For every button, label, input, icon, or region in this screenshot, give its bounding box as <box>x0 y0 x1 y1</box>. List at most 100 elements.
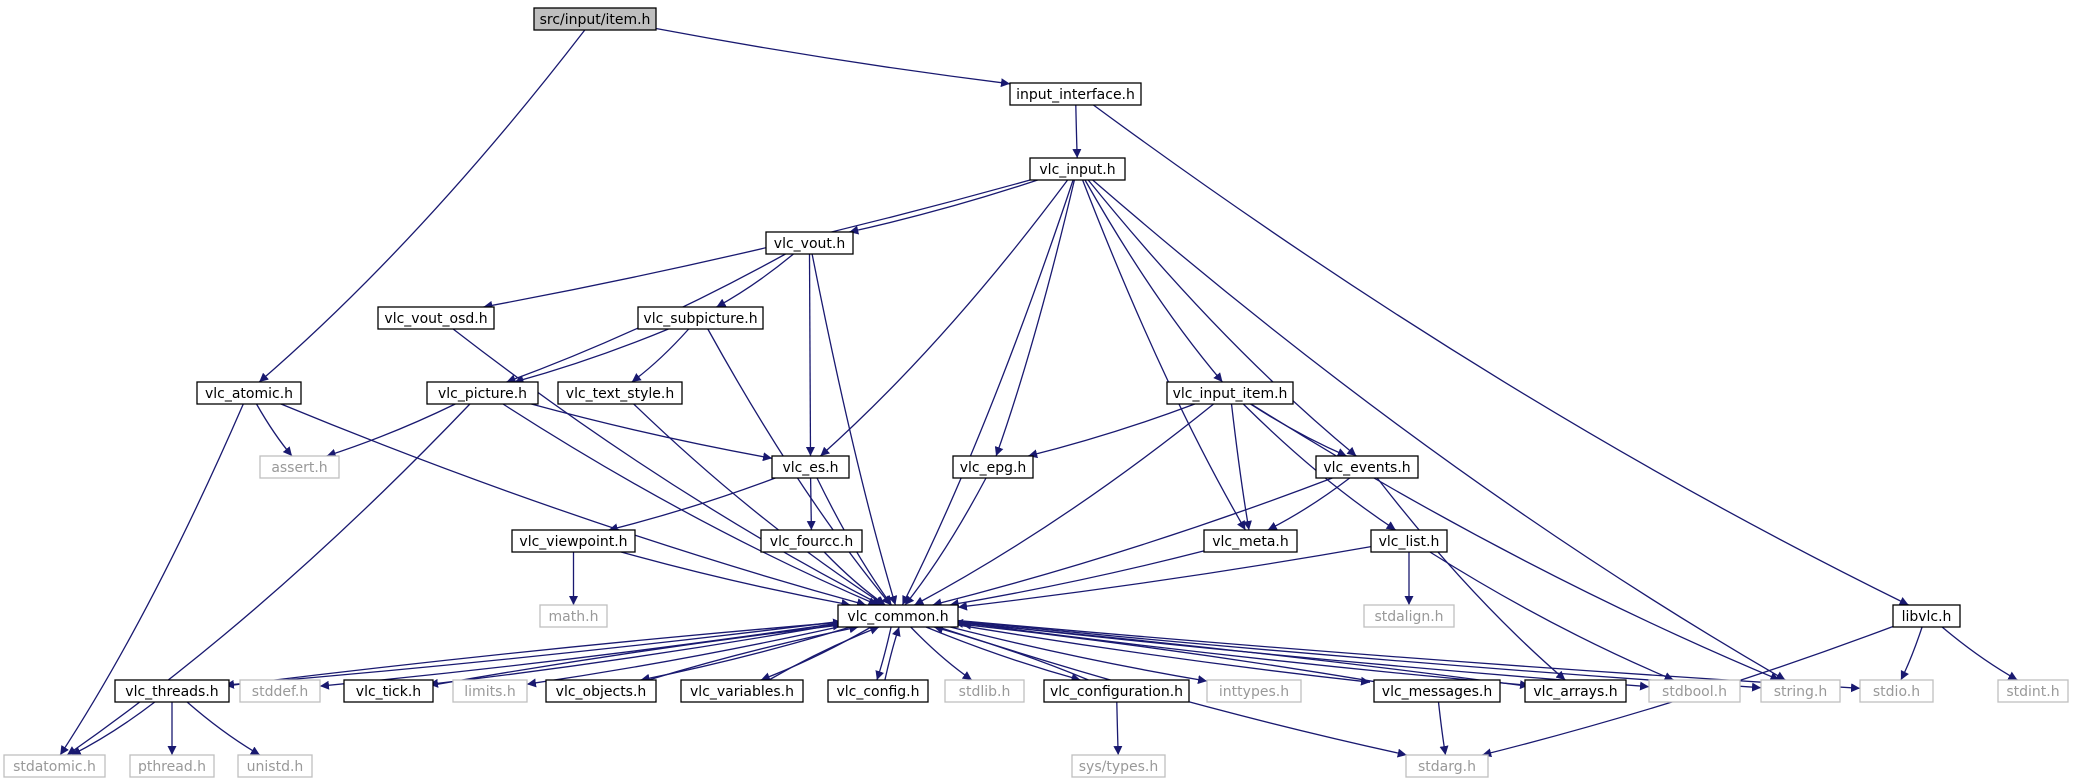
edge-vlc_atomic-to-stdatomic <box>59 403 244 756</box>
node-box <box>637 306 764 330</box>
node-vlc-tick[interactable]: vlc_tick.h <box>343 679 434 703</box>
node-label: vlc_input_item.h <box>1173 386 1288 402</box>
node-box <box>1043 679 1190 703</box>
edge-vlc_input-to-vlc_vout_osd <box>483 179 1031 310</box>
edge-vlc_common-to-string <box>957 620 1762 692</box>
edge-vlc_picture-to-vlc_es <box>531 403 773 462</box>
edge-vlc_vout_osd-to-vlc_common <box>452 328 882 606</box>
node-vlc-subpicture[interactable]: vlc_subpicture.h <box>637 306 764 330</box>
edge-vlc_atomic-to-vlc_common <box>280 403 867 607</box>
edge-vlc_input_item-to-vlc_epg <box>1028 403 1196 459</box>
edge-vlc_common-to-vlc_arrays <box>961 621 1530 690</box>
node-vlc-arrays[interactable]: vlc_arrays.h <box>1524 679 1627 703</box>
edge-vlc_vout-to-vlc_subpicture <box>716 253 794 308</box>
node-box <box>1524 679 1627 703</box>
node-vlc-input[interactable]: vlc_input.h <box>1029 157 1126 181</box>
edge-libvlc-to-stdio <box>1900 626 1923 681</box>
node-label: libvlc.h <box>1902 609 1952 625</box>
node-vlc-threads[interactable]: vlc_threads.h <box>114 679 230 703</box>
node-box <box>1206 679 1302 703</box>
edge-vlc_input-to-string <box>1092 179 1786 681</box>
edge-vlc_common-to-stdio <box>957 619 1861 693</box>
edge-vlc_picture-to-stdatomic <box>66 403 471 756</box>
edge-libvlc-to-stdint <box>1941 626 2018 681</box>
node-vlc-config[interactable]: vlc_config.h <box>827 679 929 703</box>
node-vlc-epg[interactable]: vlc_epg.h <box>952 455 1034 479</box>
node-box <box>129 754 215 778</box>
node-label: pthread.h <box>138 759 206 775</box>
node-vlc-vout-osd[interactable]: vlc_vout_osd.h <box>377 306 495 330</box>
edge-vlc_common-to-vlc_threads <box>224 621 835 689</box>
node-label: vlc_text_style.h <box>566 386 674 402</box>
node-unistd: unistd.h <box>237 754 313 778</box>
node-vlc-configuration[interactable]: vlc_configuration.h <box>1043 679 1190 703</box>
node-vlc-viewpoint[interactable]: vlc_viewpoint.h <box>511 529 636 553</box>
node-math: math.h <box>539 604 608 628</box>
node-vlc-picture[interactable]: vlc_picture.h <box>426 381 539 405</box>
node-label: assert.h <box>271 460 327 476</box>
node-label: stdbool.h <box>1662 684 1727 700</box>
node-box <box>1315 455 1419 479</box>
node-box <box>765 231 854 255</box>
node-vlc-text-style[interactable]: vlc_text_style.h <box>557 381 683 405</box>
node-layer: src/input/item.h input_interface.h vlc_inp… <box>3 7 2069 778</box>
node-vlc-list[interactable]: vlc_list.h <box>1370 529 1448 553</box>
node-label: stdatomic.h <box>13 759 96 775</box>
edge-vlc_input-to-vlc_common <box>901 179 1074 606</box>
edge-vlc_meta-to-vlc_common <box>949 550 1205 608</box>
node-label: vlc_input.h <box>1039 162 1115 178</box>
edge-vlc_common-to-inttypes <box>950 626 1208 685</box>
edge-vlc_common-to-stdlib <box>910 626 973 681</box>
edge-vlc_threads-to-unistd <box>186 701 261 756</box>
node-vlc-es[interactable]: vlc_es.h <box>771 455 850 479</box>
node-vlc-fourcc[interactable]: vlc_fourcc.h <box>760 529 863 553</box>
edge-vlc_input-to-vlc_meta <box>1081 179 1246 531</box>
node-vlc-common[interactable]: vlc_common.h <box>837 604 959 628</box>
edge-vlc_common-to-limits <box>526 626 839 688</box>
node-limits: limits.h <box>452 679 528 703</box>
node-sys-types: sys/types.h <box>1071 754 1166 778</box>
node-vlc-events[interactable]: vlc_events.h <box>1315 455 1419 479</box>
node-box <box>259 455 340 479</box>
node-vlc-atomic[interactable]: vlc_atomic.h <box>196 381 302 405</box>
node-vlc-messages[interactable]: vlc_messages.h <box>1373 679 1501 703</box>
node-vlc-input-item[interactable]: vlc_input_item.h <box>1166 381 1294 405</box>
node-box <box>837 604 959 628</box>
node-label: sys/types.h <box>1079 759 1158 775</box>
node-label: stdalign.h <box>1374 609 1443 625</box>
node-input-interface[interactable]: input_interface.h <box>1009 82 1142 106</box>
node-label: src/input/item.h <box>540 12 651 28</box>
node-box <box>1166 381 1294 405</box>
node-assert: assert.h <box>259 455 340 479</box>
node-box <box>1370 529 1448 553</box>
node-libvlc[interactable]: libvlc.h <box>1892 604 1961 628</box>
edge-vlc_atomic-to-assert <box>255 403 293 457</box>
edge-vlc_subpicture-to-vlc_picture <box>514 328 669 384</box>
node-label: input_interface.h <box>1016 87 1135 103</box>
edge-vlc_input_item-to-string <box>1250 403 1780 681</box>
node-label: vlc_variables.h <box>690 684 794 700</box>
node-label: vlc_events.h <box>1323 460 1410 476</box>
node-box <box>1373 679 1501 703</box>
node-box <box>539 604 608 628</box>
node-box <box>196 381 302 405</box>
node-item[interactable]: src/input/item.h <box>533 7 657 31</box>
edge-input_interface-to-vlc_input <box>1072 104 1082 159</box>
node-box <box>1997 679 2069 703</box>
edge-vlc_common-to-vlc_config <box>875 626 892 681</box>
edge-vlc_input-to-vlc_vout <box>849 179 1038 235</box>
node-box <box>452 679 528 703</box>
node-vlc-vout[interactable]: vlc_vout.h <box>765 231 854 255</box>
node-box <box>771 455 850 479</box>
node-string: string.h <box>1760 679 1841 703</box>
edge-vlc_threads-to-vlc_common <box>232 618 843 686</box>
node-stdalign: stdalign.h <box>1363 604 1455 628</box>
node-vlc-meta[interactable]: vlc_meta.h <box>1203 529 1298 553</box>
node-vlc-variables[interactable]: vlc_variables.h <box>680 679 804 703</box>
node-stdlib: stdlib.h <box>944 679 1025 703</box>
node-stdarg: stdarg.h <box>1405 754 1489 778</box>
node-vlc-objects[interactable]: vlc_objects.h <box>545 679 657 703</box>
node-box <box>511 529 636 553</box>
node-stdio: stdio.h <box>1859 679 1934 703</box>
node-label: math.h <box>549 609 599 625</box>
